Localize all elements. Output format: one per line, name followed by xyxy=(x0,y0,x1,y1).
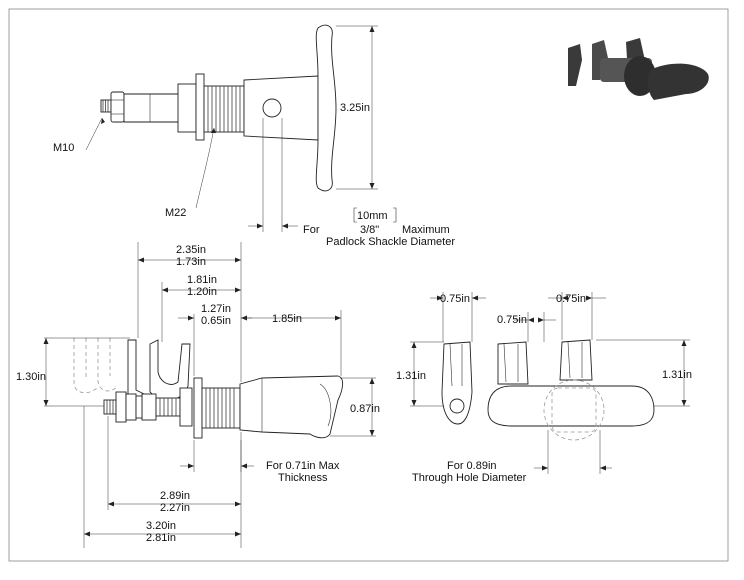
side-flange xyxy=(193,377,203,439)
m10-thread-lines xyxy=(102,100,109,112)
end-view: 0.75in 0.75in 0.75in 1.31in 1.31in For 0… xyxy=(396,292,692,484)
end-hole-circle xyxy=(543,379,605,441)
side-washer xyxy=(135,395,143,419)
render-flange xyxy=(624,56,656,96)
t-handle xyxy=(315,24,337,192)
m10-thread-tip xyxy=(100,99,112,113)
hole-note-line2: Through Hole Diameter xyxy=(412,472,527,484)
render-t-handle xyxy=(647,63,709,100)
render-cam-ghost-2 xyxy=(592,40,608,80)
latch-cam xyxy=(177,83,197,133)
side-nut-2 xyxy=(125,393,137,421)
total-b-imperial-label: 3.20in xyxy=(146,520,176,532)
total-b-metric-label: 2.81in xyxy=(146,532,176,544)
shackle-prefix-label: For xyxy=(303,224,320,236)
latch-body xyxy=(123,93,187,123)
top-flange xyxy=(195,73,205,141)
end-cam-left-hole xyxy=(449,398,465,414)
side-handle xyxy=(239,375,344,439)
end-width-mid-label: 0.75in xyxy=(497,314,527,326)
dim-a-imperial-label: 2.35in xyxy=(176,244,206,256)
end-height-right-label: 1.31in xyxy=(662,369,692,381)
shackle-suffix-label: Maximum xyxy=(402,224,450,236)
dim-b-imperial-label: 1.81in xyxy=(187,274,217,286)
dim-a-metric-label: 1.73in xyxy=(176,256,206,268)
sheet-border xyxy=(8,8,729,562)
end-height-left-label: 1.31in xyxy=(396,370,426,382)
dim-b-metric-label: 1.20in xyxy=(187,286,217,298)
end-square-boss xyxy=(551,387,597,433)
m10-nut xyxy=(110,91,125,123)
dim-c-imperial-label: 1.27in xyxy=(201,303,231,315)
m10-label: M10 xyxy=(53,142,74,154)
side-nut-1 xyxy=(115,391,127,423)
end-handle xyxy=(487,385,655,427)
thickness-note-line2: Thickness xyxy=(278,472,328,484)
handle-height-label: 3.25in xyxy=(340,102,370,114)
dim-c-metric-label: 0.65in xyxy=(201,315,231,327)
m22-label: M22 xyxy=(165,207,186,219)
side-nut-3 xyxy=(141,393,157,421)
latch-render xyxy=(568,38,709,100)
padlock-hole xyxy=(262,98,282,118)
end-width-right-label: 0.75in xyxy=(556,293,586,305)
ghost-cam-left-3 xyxy=(97,338,119,392)
handle-thickness-label: 0.87in xyxy=(350,403,380,415)
handle-length-label: 1.85in xyxy=(272,313,302,325)
end-cam-left xyxy=(441,341,473,425)
shackle-imperial-label: 3/8" xyxy=(360,224,379,236)
hole-note-line1: For 0.89in xyxy=(447,460,497,472)
shackle-metric-label: 10mm xyxy=(357,210,388,222)
side-nut-4 xyxy=(179,387,193,427)
total-a-metric-label: 2.27in xyxy=(160,502,190,514)
render-cam-ghost-1 xyxy=(568,44,582,86)
ghost-cam-left-1 xyxy=(73,338,99,394)
top-view: 3.25in 10mm For 3/8" Maximum Padlock Sha… xyxy=(53,24,455,248)
end-cam-right xyxy=(559,339,593,381)
cam-height-label: 1.30in xyxy=(16,371,46,383)
end-cam-middle xyxy=(497,341,529,385)
thickness-note-line1: For 0.71in Max xyxy=(266,460,340,472)
shackle-caption-label: Padlock Shackle Diameter xyxy=(326,236,455,248)
end-width-left-label: 0.75in xyxy=(440,293,470,305)
total-a-imperial-label: 2.89in xyxy=(160,490,190,502)
side-view: 2.35in 1.73in 1.81in 1.20in 1.27in 0.65i… xyxy=(16,242,380,548)
m22-thread-lines xyxy=(207,86,241,132)
